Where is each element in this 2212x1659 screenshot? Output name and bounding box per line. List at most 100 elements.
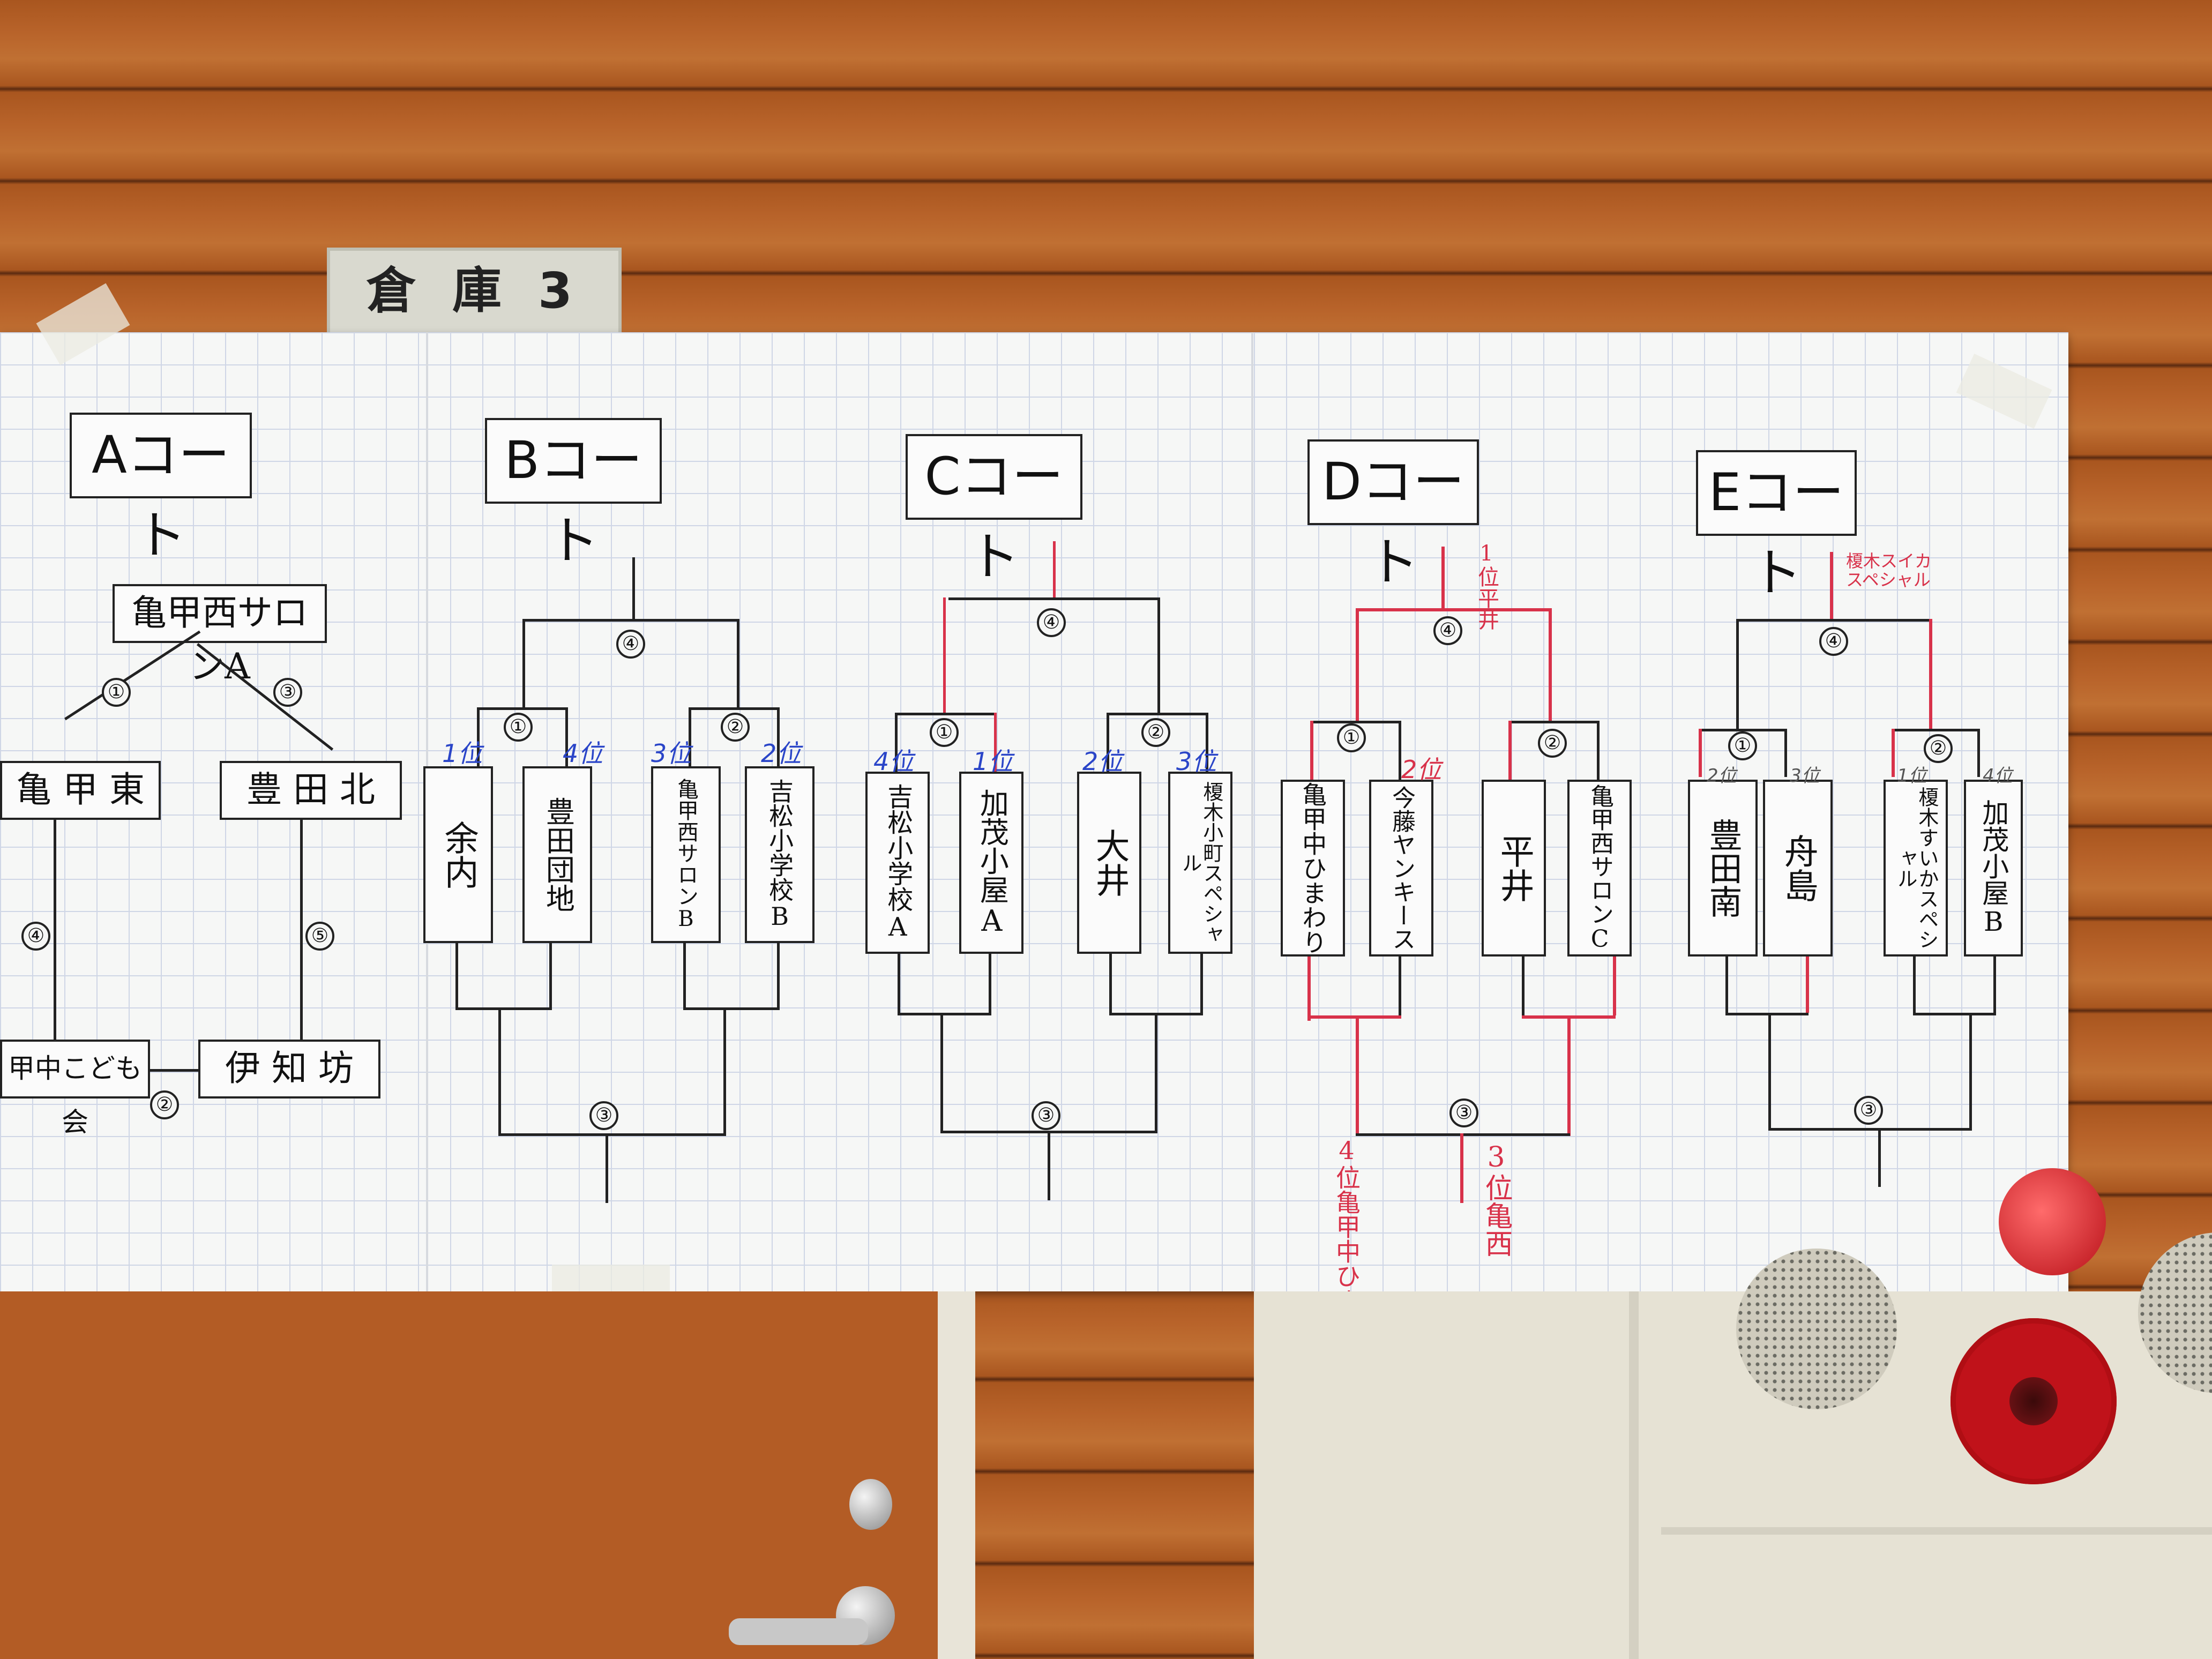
court-b-line bbox=[777, 707, 780, 766]
court-d-team-3: 平井 bbox=[1482, 780, 1546, 956]
court-b-team-4: 吉松小学校B bbox=[745, 766, 814, 943]
court-b-rank-4: 2位 bbox=[761, 739, 802, 768]
court-e-red-line bbox=[1929, 619, 1932, 729]
court-c-line bbox=[1200, 954, 1203, 1013]
court-e-round-1: ① bbox=[1728, 731, 1757, 760]
door-frame bbox=[938, 1291, 975, 1659]
court-c-team-2: 加茂小屋A bbox=[959, 772, 1023, 954]
court-c-line bbox=[940, 1013, 943, 1133]
court-e-rank-4: 4位 bbox=[1983, 765, 2013, 787]
court-a-round-1: ① bbox=[102, 678, 131, 707]
court-d-line bbox=[1399, 721, 1401, 780]
court-b-line bbox=[549, 943, 552, 1007]
court-d-red-line bbox=[1460, 1133, 1463, 1203]
court-e-line bbox=[1913, 956, 1916, 1013]
court-a-team-bottom-left: 甲中こども会 bbox=[0, 1040, 150, 1138]
court-b-rank-1: 1位 bbox=[442, 739, 483, 768]
court-d-red-line bbox=[1441, 547, 1445, 611]
court-b-round-3: ③ bbox=[589, 1101, 618, 1130]
court-c-red-line bbox=[943, 597, 946, 713]
panel-divider bbox=[1661, 1527, 2212, 1535]
sheet-fold bbox=[1251, 332, 1253, 1291]
court-d-line bbox=[1522, 956, 1525, 1015]
court-b-line bbox=[683, 943, 686, 1007]
court-e-line bbox=[1699, 729, 1787, 731]
court-b-line bbox=[498, 1133, 726, 1136]
panel-divider bbox=[1629, 1291, 1639, 1659]
court-e-red-line bbox=[1806, 956, 1809, 1013]
court-b-line bbox=[723, 1007, 726, 1136]
court-a-line bbox=[300, 820, 303, 1040]
court-d-line bbox=[1310, 721, 1401, 723]
court-e-team-4: 加茂小屋B bbox=[1964, 780, 2023, 956]
court-e-red-line bbox=[1892, 729, 1895, 777]
court-b-line bbox=[522, 619, 525, 707]
court-d-line bbox=[1399, 956, 1401, 1015]
court-b-round-4: ④ bbox=[616, 630, 645, 659]
court-b-line bbox=[777, 943, 780, 1007]
court-d-line bbox=[1508, 721, 1600, 723]
court-c-rank-4: 3位 bbox=[1176, 747, 1217, 776]
speaker-grille bbox=[1736, 1249, 1897, 1409]
court-b-line bbox=[477, 707, 568, 710]
court-e-line bbox=[1969, 1013, 1972, 1131]
court-d-title: Dコート bbox=[1307, 439, 1479, 592]
court-c-round-2: ② bbox=[1141, 718, 1170, 747]
court-a-round-2: ② bbox=[150, 1090, 179, 1119]
court-e-red-line bbox=[1830, 552, 1833, 622]
court-c-line bbox=[1155, 1013, 1157, 1133]
court-b-line bbox=[683, 1007, 780, 1010]
court-e-line bbox=[1878, 1128, 1881, 1187]
court-b-line bbox=[477, 707, 480, 766]
court-b-line bbox=[689, 707, 691, 766]
court-a-line bbox=[54, 820, 56, 1040]
court-c-line bbox=[1157, 597, 1160, 713]
court-e-line bbox=[1768, 1128, 1972, 1131]
court-c-line bbox=[895, 713, 898, 772]
court-e-round-2: ② bbox=[1924, 734, 1953, 763]
court-c-line bbox=[895, 713, 997, 715]
court-a-line bbox=[150, 1069, 198, 1072]
court-b-round-2: ② bbox=[721, 713, 750, 742]
court-e-line bbox=[1993, 956, 1996, 1013]
court-e-rank-1: 2位 bbox=[1707, 765, 1737, 787]
court-e-rank-2: 3位 bbox=[1790, 765, 1820, 787]
court-e-line bbox=[1784, 729, 1787, 777]
court-a-team-top: 亀甲西サロンA bbox=[113, 584, 327, 687]
court-b-round-1: ① bbox=[504, 713, 533, 742]
court-d-note-first: 1位平井 bbox=[1474, 541, 1499, 630]
court-b-rank-3: 3位 bbox=[651, 739, 692, 768]
alarm-lamp bbox=[1999, 1168, 2106, 1275]
court-c-line bbox=[1206, 713, 1208, 772]
court-d-team-2: 今藤ヤンキース bbox=[1369, 780, 1433, 956]
door-lever[interactable] bbox=[729, 1618, 868, 1645]
court-e-line bbox=[1736, 619, 1932, 622]
court-e-round-4: ④ bbox=[1819, 627, 1848, 656]
court-e-team-1: 豊田南 bbox=[1688, 780, 1758, 956]
alarm-push-button[interactable] bbox=[2009, 1377, 2058, 1425]
court-e-line bbox=[1725, 956, 1728, 1013]
court-d-round-3: ③ bbox=[1449, 1098, 1478, 1127]
court-b-line bbox=[737, 619, 739, 707]
court-b-line bbox=[565, 707, 568, 766]
court-b-line bbox=[498, 1007, 501, 1136]
court-a-round-4: ④ bbox=[21, 922, 50, 951]
court-d-red-line bbox=[1508, 721, 1512, 780]
court-e-round-3: ③ bbox=[1854, 1096, 1883, 1125]
court-c-title: Cコート bbox=[906, 434, 1082, 587]
court-b-line bbox=[689, 707, 780, 710]
court-c-line bbox=[898, 1013, 991, 1015]
door-lock-knob[interactable] bbox=[849, 1479, 892, 1530]
court-a-team-bottom-right: 伊 知 坊 bbox=[198, 1040, 380, 1098]
court-d-team-1: 亀甲中ひまわり bbox=[1281, 780, 1345, 956]
court-d-round-1: ① bbox=[1337, 723, 1366, 752]
court-d-red-line bbox=[1307, 956, 1311, 1021]
room-sign: 倉 庫 3 bbox=[327, 248, 622, 336]
court-e-line bbox=[1736, 619, 1739, 729]
court-c-round-1: ① bbox=[930, 718, 959, 747]
court-e-line bbox=[1913, 1013, 1996, 1015]
court-d-note-third: 3位亀西 bbox=[1480, 1141, 1512, 1257]
court-b-line bbox=[522, 619, 739, 622]
court-e-rank-3: 1位 bbox=[1897, 765, 1927, 787]
court-c-red-line bbox=[1053, 541, 1056, 597]
